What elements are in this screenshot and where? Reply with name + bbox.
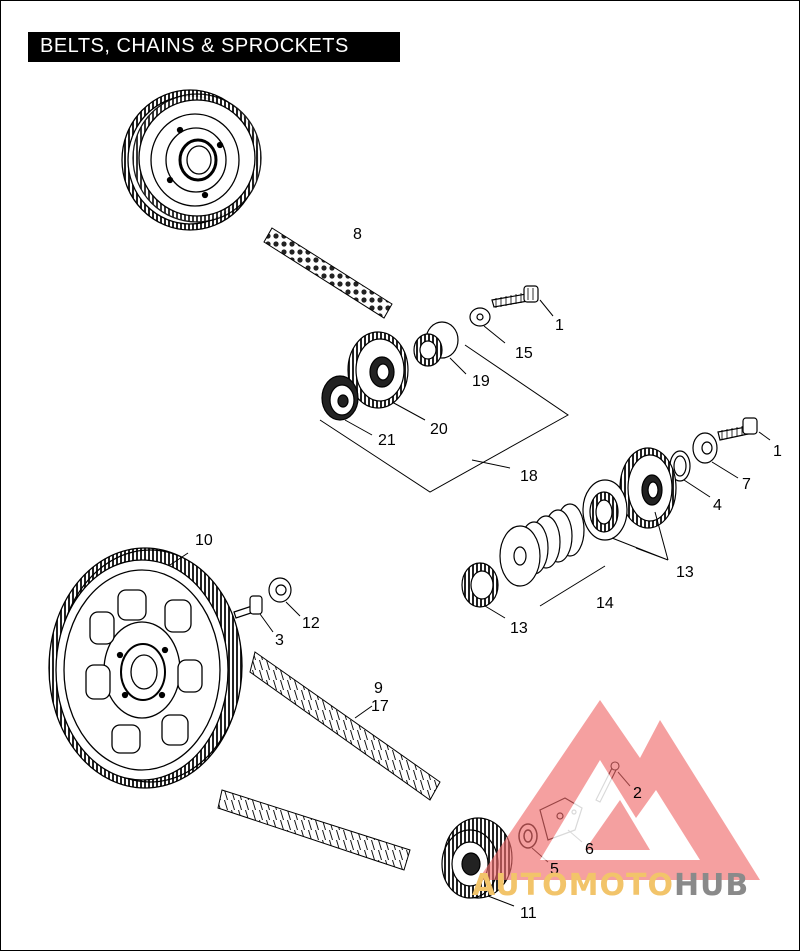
nut-7 <box>692 432 718 464</box>
callout-6: 6 <box>585 841 594 858</box>
spring-stack-14 <box>499 503 585 587</box>
callout-12: 12 <box>302 615 320 632</box>
callout-2: 2 <box>633 785 642 802</box>
callout-1-upper: 1 <box>555 317 564 334</box>
leader-9-17 <box>354 705 373 719</box>
callout-1-lower: 1 <box>773 443 782 460</box>
watermark-text: AUTOMOTOHUB <box>472 868 749 903</box>
splined-collar-13 <box>461 562 499 608</box>
watermark-hub: HUB <box>674 868 749 903</box>
leader-21 <box>344 419 373 436</box>
watermark-logo <box>478 700 760 880</box>
sleeve-19 <box>413 321 459 367</box>
leader-13a-b <box>654 511 669 561</box>
leader-3 <box>259 613 274 633</box>
leader-20 <box>391 401 426 421</box>
bolt-lower <box>717 417 758 441</box>
leader-10 <box>169 552 189 566</box>
callout-15: 15 <box>515 345 533 362</box>
callout-13-left: 13 <box>510 620 528 637</box>
leader-14 <box>539 565 606 607</box>
callout-7: 7 <box>742 476 751 493</box>
callout-4: 4 <box>713 497 722 514</box>
engine-sprocket <box>619 447 677 529</box>
leader-13a <box>611 537 669 561</box>
leader-7 <box>711 461 739 479</box>
washer-15 <box>469 307 491 327</box>
compensator-21 <box>321 375 359 421</box>
page-title: BELTS, CHAINS & SPROCKETS <box>40 35 349 57</box>
clutch-shell <box>121 89 262 231</box>
splined-hub <box>582 479 628 541</box>
bracket-18 <box>319 344 569 493</box>
watermark-moto: MOTO <box>569 868 674 903</box>
leader-1b <box>758 431 771 441</box>
leader-13b <box>484 605 506 619</box>
leader-15 <box>483 325 506 344</box>
title-bar: BELTS, CHAINS & SPROCKETS <box>28 32 400 62</box>
callout-20: 20 <box>430 421 448 438</box>
nut-12 <box>268 577 292 603</box>
leader-1a <box>539 299 554 317</box>
rear-pulley-10 <box>48 547 243 789</box>
watermark-auto: AUTO <box>472 868 569 903</box>
leader-12 <box>285 601 301 617</box>
callout-9: 9 <box>374 680 383 697</box>
callout-8: 8 <box>353 226 362 243</box>
callout-10: 10 <box>195 532 213 549</box>
leader-4 <box>683 479 711 498</box>
drive-belt-upper <box>249 651 441 801</box>
leader-19 <box>449 357 467 375</box>
drive-belt-lower <box>217 789 411 871</box>
washer-4 <box>669 450 691 482</box>
callout-17: 17 <box>371 698 389 715</box>
callout-19: 19 <box>472 373 490 390</box>
sprocket-20 <box>347 331 409 409</box>
bolt-3 <box>233 595 263 619</box>
primary-chain <box>263 227 393 319</box>
bolt-upper <box>491 285 539 308</box>
callout-18: 18 <box>520 468 538 485</box>
callout-21: 21 <box>378 432 396 449</box>
callout-11: 11 <box>520 905 537 922</box>
callout-13-right: 13 <box>676 564 694 581</box>
callout-3: 3 <box>275 632 284 649</box>
leader-11 <box>487 895 515 907</box>
callout-14: 14 <box>596 595 614 612</box>
callout-5: 5 <box>550 861 559 878</box>
